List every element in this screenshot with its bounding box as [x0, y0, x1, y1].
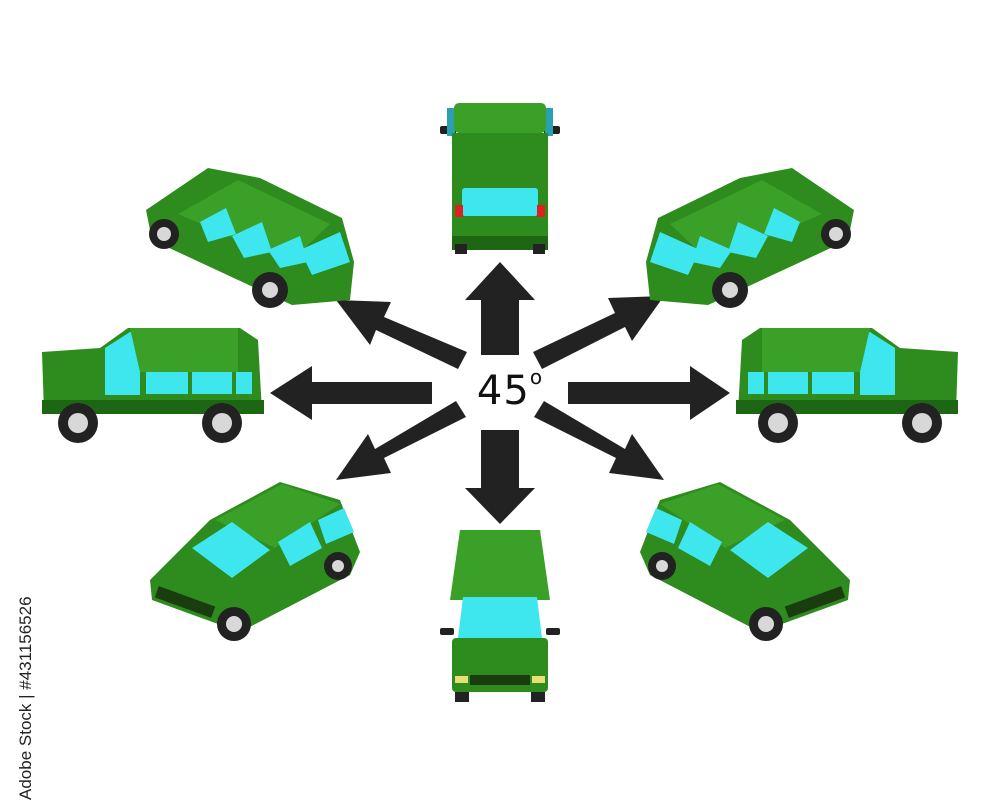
angle-value: 45	[476, 368, 530, 414]
arrow-right-icon	[568, 366, 730, 420]
arrow-down-left-icon	[336, 401, 466, 480]
arrow-left-icon	[270, 366, 432, 420]
arrows	[270, 262, 730, 524]
degree-symbol: o	[529, 364, 544, 389]
car-rear-left-icon	[146, 168, 354, 308]
car-right-side-icon	[736, 328, 958, 443]
car-front-right-icon	[640, 482, 850, 641]
arrow-up-right-icon	[533, 296, 664, 369]
arrow-down-icon	[465, 430, 535, 524]
car-front-left-icon	[150, 482, 360, 641]
stock-watermark-id: Adobe Stock | #431156526	[8, 560, 38, 800]
arrow-up-left-icon	[336, 300, 467, 369]
car-left-side-icon	[42, 328, 264, 443]
angle-label: 45o	[455, 364, 565, 414]
car-front-icon	[440, 530, 560, 702]
stock-id-text: Adobe Stock | #431156526	[16, 596, 35, 800]
car-rear-icon	[440, 103, 560, 254]
car-rear-right-icon	[646, 168, 854, 308]
arrow-up-icon	[465, 262, 535, 355]
arrow-down-right-icon	[534, 401, 664, 480]
